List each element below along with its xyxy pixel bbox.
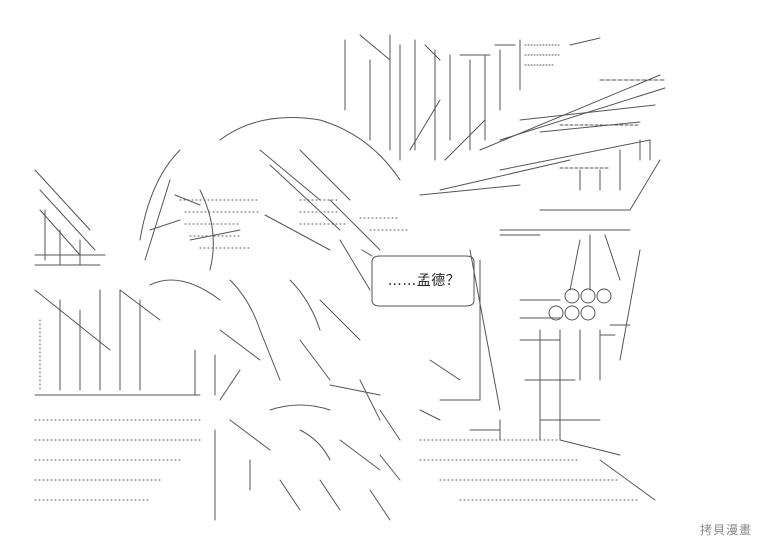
speech-bubble	[361, 249, 475, 307]
building-silhouette	[344, 34, 601, 161]
watermark: 拷貝漫畫	[699, 523, 752, 537]
figure-outline	[119, 117, 401, 521]
right-structure	[419, 159, 661, 501]
shading-dots	[34, 199, 641, 501]
speed-lines	[419, 74, 666, 196]
left-background	[34, 169, 201, 396]
speech-text: ……孟德？	[387, 273, 461, 289]
